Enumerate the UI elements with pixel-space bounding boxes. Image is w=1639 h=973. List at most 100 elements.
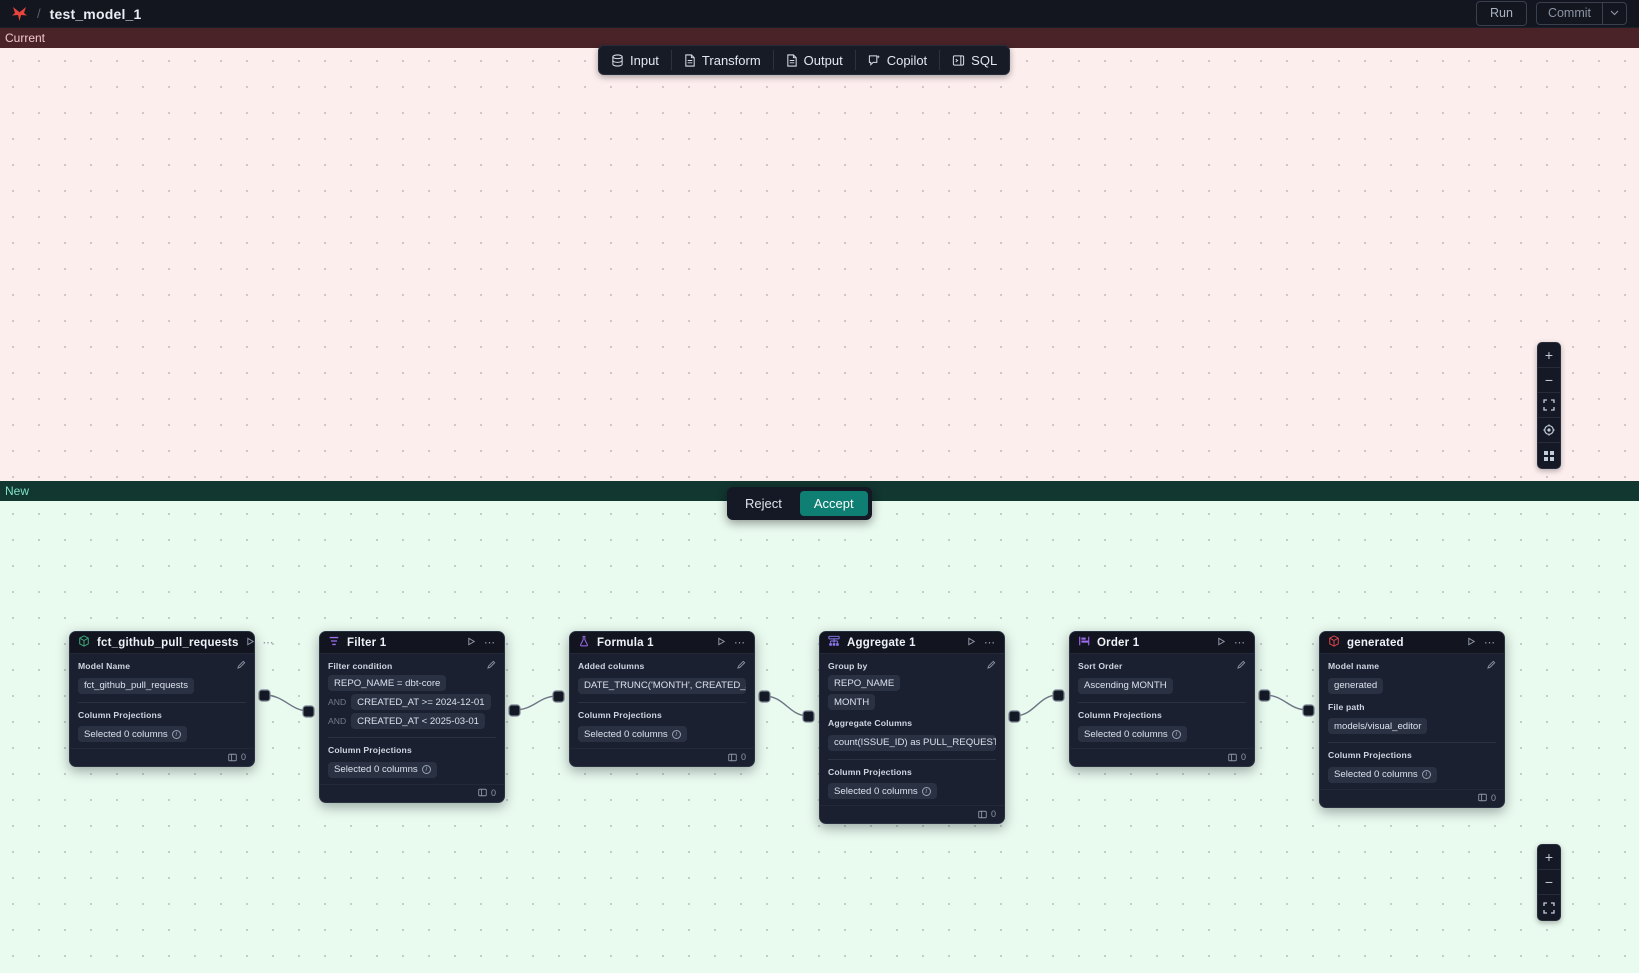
node-footer: 0 bbox=[320, 783, 504, 802]
commit-button-group[interactable]: Commit bbox=[1535, 2, 1627, 25]
value-pill[interactable]: Selected 0 columns i bbox=[828, 783, 937, 799]
value-pill[interactable]: Selected 0 columns i bbox=[1078, 726, 1187, 742]
pencil-icon[interactable] bbox=[1487, 660, 1496, 671]
node-body: Model Name fct_github_pull_requests Colu… bbox=[70, 654, 254, 748]
value-pill[interactable]: REPO_NAME = dbt-core bbox=[328, 675, 447, 691]
ellipsis-icon[interactable]: ⋯ bbox=[734, 637, 746, 649]
chevron-down-icon[interactable] bbox=[1602, 3, 1626, 24]
node-title: Order 1 bbox=[1097, 636, 1140, 649]
column-count: 0 bbox=[740, 752, 746, 762]
node-output[interactable]: generated ⋯ Model name generated File pa… bbox=[1319, 631, 1505, 808]
node-header[interactable]: Filter 1 ⋯ bbox=[320, 632, 504, 654]
value-pill[interactable]: Selected 0 columns i bbox=[578, 726, 687, 742]
minus-icon[interactable]: − bbox=[1538, 870, 1560, 895]
value-pill[interactable]: generated bbox=[1328, 677, 1384, 694]
pill-text: Selected 0 columns bbox=[334, 764, 418, 775]
node-header-actions: ⋯ bbox=[1217, 636, 1246, 649]
aggregate-icon bbox=[828, 634, 840, 652]
node-header[interactable]: generated ⋯ bbox=[1320, 632, 1504, 654]
info-icon[interactable]: i bbox=[421, 765, 431, 774]
play-icon[interactable] bbox=[246, 637, 255, 648]
node-filter[interactable]: Filter 1 ⋯ Filter condition REPO_NAME = … bbox=[319, 631, 505, 803]
node-header[interactable]: Aggregate 1 ⋯ bbox=[820, 632, 1004, 654]
cube-model-icon bbox=[78, 634, 90, 652]
node-header[interactable]: Order 1 ⋯ bbox=[1070, 632, 1254, 654]
node-aggregate[interactable]: Aggregate 1 ⋯ Group by REPO_NAME MONTH bbox=[819, 631, 1005, 824]
play-icon[interactable] bbox=[717, 637, 726, 648]
fit-screen-icon[interactable] bbox=[1538, 393, 1560, 418]
value-pill[interactable]: fct_github_pull_requests bbox=[78, 677, 195, 694]
value-pill[interactable]: REPO_NAME bbox=[828, 675, 901, 691]
value-pill[interactable]: DATE_TRUNC('MONTH', CREATED_AT… bbox=[578, 677, 746, 694]
toolbar-label-input: Input bbox=[630, 52, 659, 68]
value-pill[interactable]: CREATED_AT >= 2024-12-01 bbox=[351, 694, 491, 710]
value-pill[interactable]: CREATED_AT < 2025-03-01 bbox=[351, 713, 486, 729]
pencil-icon[interactable] bbox=[737, 660, 746, 671]
toolbar-item-input[interactable]: Input bbox=[599, 46, 671, 74]
grid-layout-icon[interactable] bbox=[1538, 443, 1560, 468]
value-pill[interactable]: MONTH bbox=[828, 694, 876, 710]
ellipsis-icon[interactable]: ⋯ bbox=[1234, 637, 1246, 649]
plus-icon[interactable]: + bbox=[1538, 343, 1560, 368]
section-label: Filter condition bbox=[328, 661, 393, 671]
pencil-icon[interactable] bbox=[487, 660, 496, 671]
breadcrumb-separator: / bbox=[37, 6, 41, 21]
ellipsis-icon[interactable]: ⋯ bbox=[1484, 637, 1496, 649]
info-icon[interactable]: i bbox=[1421, 770, 1431, 779]
info-icon[interactable]: i bbox=[921, 786, 931, 796]
pencil-icon[interactable] bbox=[237, 660, 246, 671]
section-divider bbox=[78, 701, 246, 703]
column-count: 0 bbox=[240, 752, 246, 762]
recenter-target-icon[interactable] bbox=[1538, 418, 1560, 443]
run-button[interactable]: Run bbox=[1476, 0, 1527, 27]
section-label: Column Projections bbox=[78, 709, 162, 720]
pill-text: Selected 0 columns bbox=[834, 785, 918, 797]
fit-screen-icon[interactable] bbox=[1538, 895, 1560, 920]
toolbar-item-sql[interactable]: SQL bbox=[940, 46, 1009, 74]
play-icon[interactable] bbox=[467, 637, 476, 648]
node-input[interactable]: fct_github_pull_requests ⋯ Model Name fc… bbox=[69, 631, 274, 767]
info-icon[interactable]: i bbox=[671, 729, 681, 739]
toolbar-item-output[interactable]: Output bbox=[774, 46, 855, 74]
value-pill[interactable]: Selected 0 columns i bbox=[1328, 766, 1437, 783]
node-header[interactable]: Formula 1 ⋯ bbox=[570, 632, 754, 654]
node-header-actions: ⋯ bbox=[246, 636, 275, 649]
conjunction-label: AND bbox=[328, 716, 347, 726]
node-order[interactable]: Order 1 ⋯ Sort Order Ascending MONTH Col… bbox=[1069, 631, 1255, 767]
value-pill[interactable]: count(ISSUE_ID) as PULL_REQUEST_… bbox=[828, 734, 996, 751]
node-title: Filter 1 bbox=[347, 636, 387, 649]
ellipsis-icon[interactable]: ⋯ bbox=[984, 637, 996, 649]
x-mark-logo[interactable] bbox=[8, 4, 30, 24]
pencil-icon[interactable] bbox=[987, 660, 996, 671]
section-label: Added columns bbox=[578, 661, 645, 671]
section-group-by: Group by REPO_NAME MONTH bbox=[828, 660, 996, 710]
columns-icon bbox=[1478, 793, 1487, 802]
ellipsis-icon[interactable]: ⋯ bbox=[262, 637, 275, 649]
toolbar-item-transform[interactable]: Transform bbox=[672, 46, 773, 74]
filter-icon bbox=[328, 634, 340, 652]
toolbar-item-copilot[interactable]: Copilot bbox=[856, 46, 939, 74]
value-pill[interactable]: models/visual_editor bbox=[1328, 718, 1428, 734]
node-header[interactable]: fct_github_pull_requests ⋯ bbox=[70, 632, 274, 654]
info-icon[interactable]: i bbox=[171, 729, 181, 739]
section-label: Aggregate Columns bbox=[828, 718, 913, 728]
pencil-icon[interactable] bbox=[1237, 660, 1246, 671]
value-pill[interactable]: Ascending MONTH bbox=[1078, 677, 1173, 694]
node-footer: 0 bbox=[70, 748, 254, 766]
play-icon[interactable] bbox=[1217, 637, 1226, 648]
current-canvas[interactable] bbox=[0, 48, 1639, 481]
ellipsis-icon[interactable]: ⋯ bbox=[484, 637, 496, 649]
play-icon[interactable] bbox=[967, 637, 976, 648]
value-pill[interactable]: Selected 0 columns i bbox=[78, 726, 187, 742]
minus-icon[interactable]: − bbox=[1538, 368, 1560, 393]
commit-button[interactable]: Commit bbox=[1547, 6, 1591, 20]
info-icon[interactable]: i bbox=[1171, 729, 1181, 739]
play-icon[interactable] bbox=[1467, 637, 1476, 648]
accept-button[interactable]: Accept bbox=[799, 491, 868, 516]
plus-icon[interactable]: + bbox=[1538, 845, 1560, 870]
node-formula[interactable]: Formula 1 ⋯ Added columns DATE_TRUNC('MO… bbox=[569, 631, 755, 767]
filter-clause: AND CREATED_AT >= 2024-12-01 bbox=[328, 694, 496, 710]
value-pill[interactable]: Selected 0 columns i bbox=[328, 761, 437, 778]
filter-clause: REPO_NAME = dbt-core bbox=[328, 675, 496, 691]
reject-button[interactable]: Reject bbox=[731, 491, 796, 516]
